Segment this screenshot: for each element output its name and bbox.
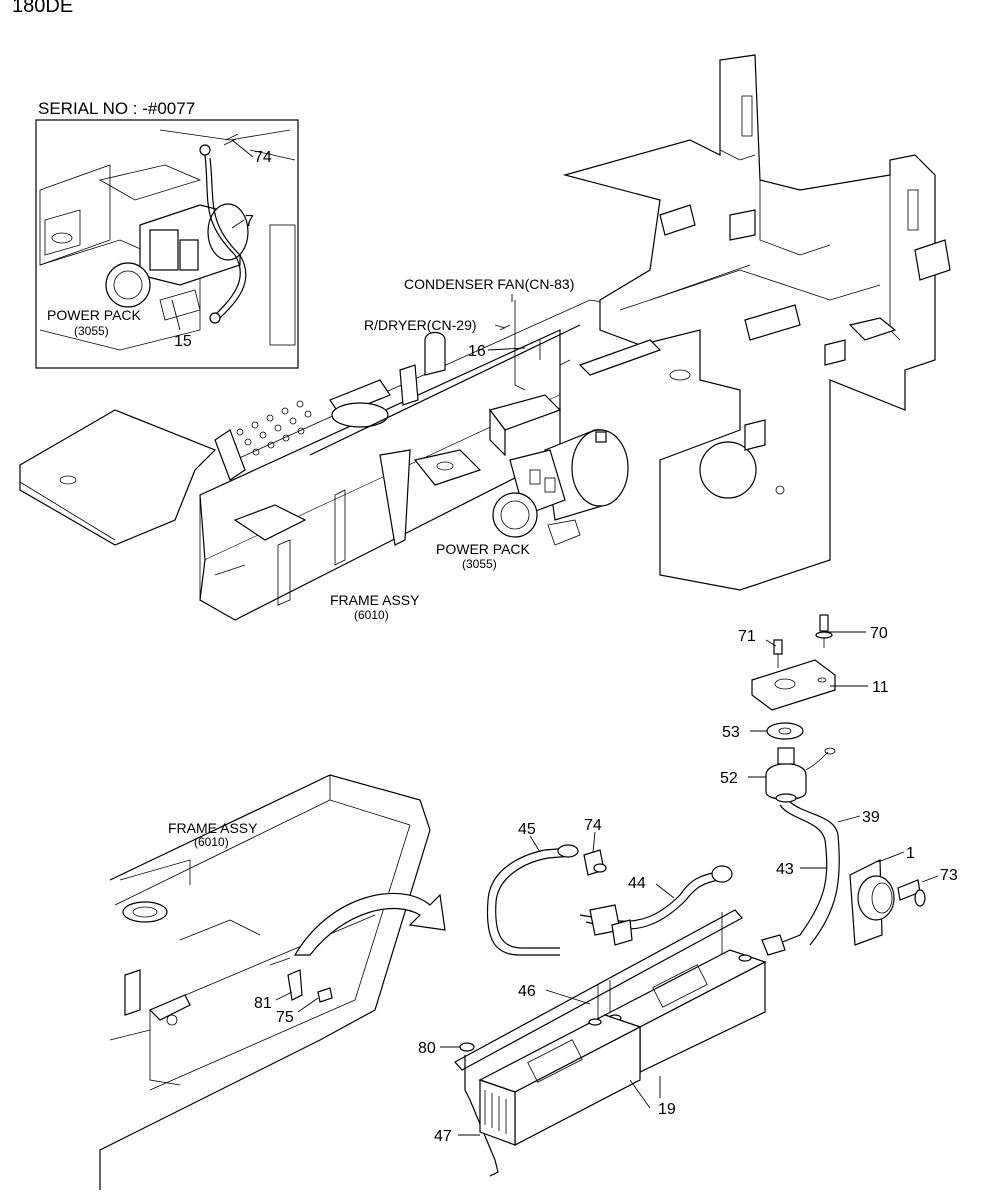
inset-callout-74: 74	[254, 149, 272, 166]
callout-52: 52	[720, 770, 738, 787]
main-frame-assembly: CONDENSER FAN(CN-83) R/DRYER(CN-29) 16 P…	[19, 54, 951, 622]
inset-callout-7: 7	[245, 213, 254, 230]
condenser-fan-label: CONDENSER FAN(CN-83)	[404, 276, 574, 292]
callout-73: 73	[940, 867, 958, 884]
callout-39: 39	[862, 809, 880, 826]
detail-frame-assy-code: (6010)	[194, 835, 229, 849]
callout-1: 1	[906, 845, 915, 862]
detail-frame-assy-label: FRAME ASSY	[168, 820, 258, 836]
callout-46: 46	[518, 983, 536, 1000]
callout-47: 47	[434, 1128, 452, 1145]
inset-power-pack-label: POWER PACK	[47, 307, 142, 323]
callout-74-battery: 74	[584, 817, 602, 834]
callout-16: 16	[468, 343, 486, 360]
main-power-pack-code: (3055)	[462, 557, 497, 571]
callout-71: 71	[738, 628, 756, 645]
inset-frame	[35, 119, 299, 369]
callout-11: 11	[872, 679, 889, 696]
main-frame-assy-code: (6010)	[354, 608, 389, 622]
detail-frame-assembly: FRAME ASSY (6010) 81 75	[99, 774, 446, 1190]
callout-45: 45	[518, 821, 536, 838]
callout-80: 80	[418, 1040, 436, 1057]
main-power-pack-label: POWER PACK	[436, 541, 531, 557]
callout-43: 43	[776, 861, 794, 878]
model-title: 180DE	[12, 0, 73, 17]
callout-53: 53	[722, 724, 740, 741]
callout-70: 70	[870, 625, 888, 642]
inset-callout-15: 15	[174, 333, 192, 350]
inset-power-pack-code: (3055)	[74, 324, 109, 338]
detail-callout-81: 81	[254, 995, 272, 1012]
inset-serial-label: SERIAL NO : -#0077	[38, 99, 195, 118]
callout-44: 44	[628, 875, 646, 892]
detail-callout-75: 75	[276, 1009, 294, 1026]
inset-serial-detail: SERIAL NO : -#0077 74 7 15 POWER PACK	[35, 99, 299, 369]
callout-19: 19	[658, 1101, 676, 1118]
rdryer-label: R/DRYER(CN-29)	[364, 317, 477, 333]
main-frame-assy-label: FRAME ASSY	[330, 592, 420, 608]
battery-parts-exploded: 70 71 11 53 52 39 43 1 73	[418, 614, 958, 1177]
